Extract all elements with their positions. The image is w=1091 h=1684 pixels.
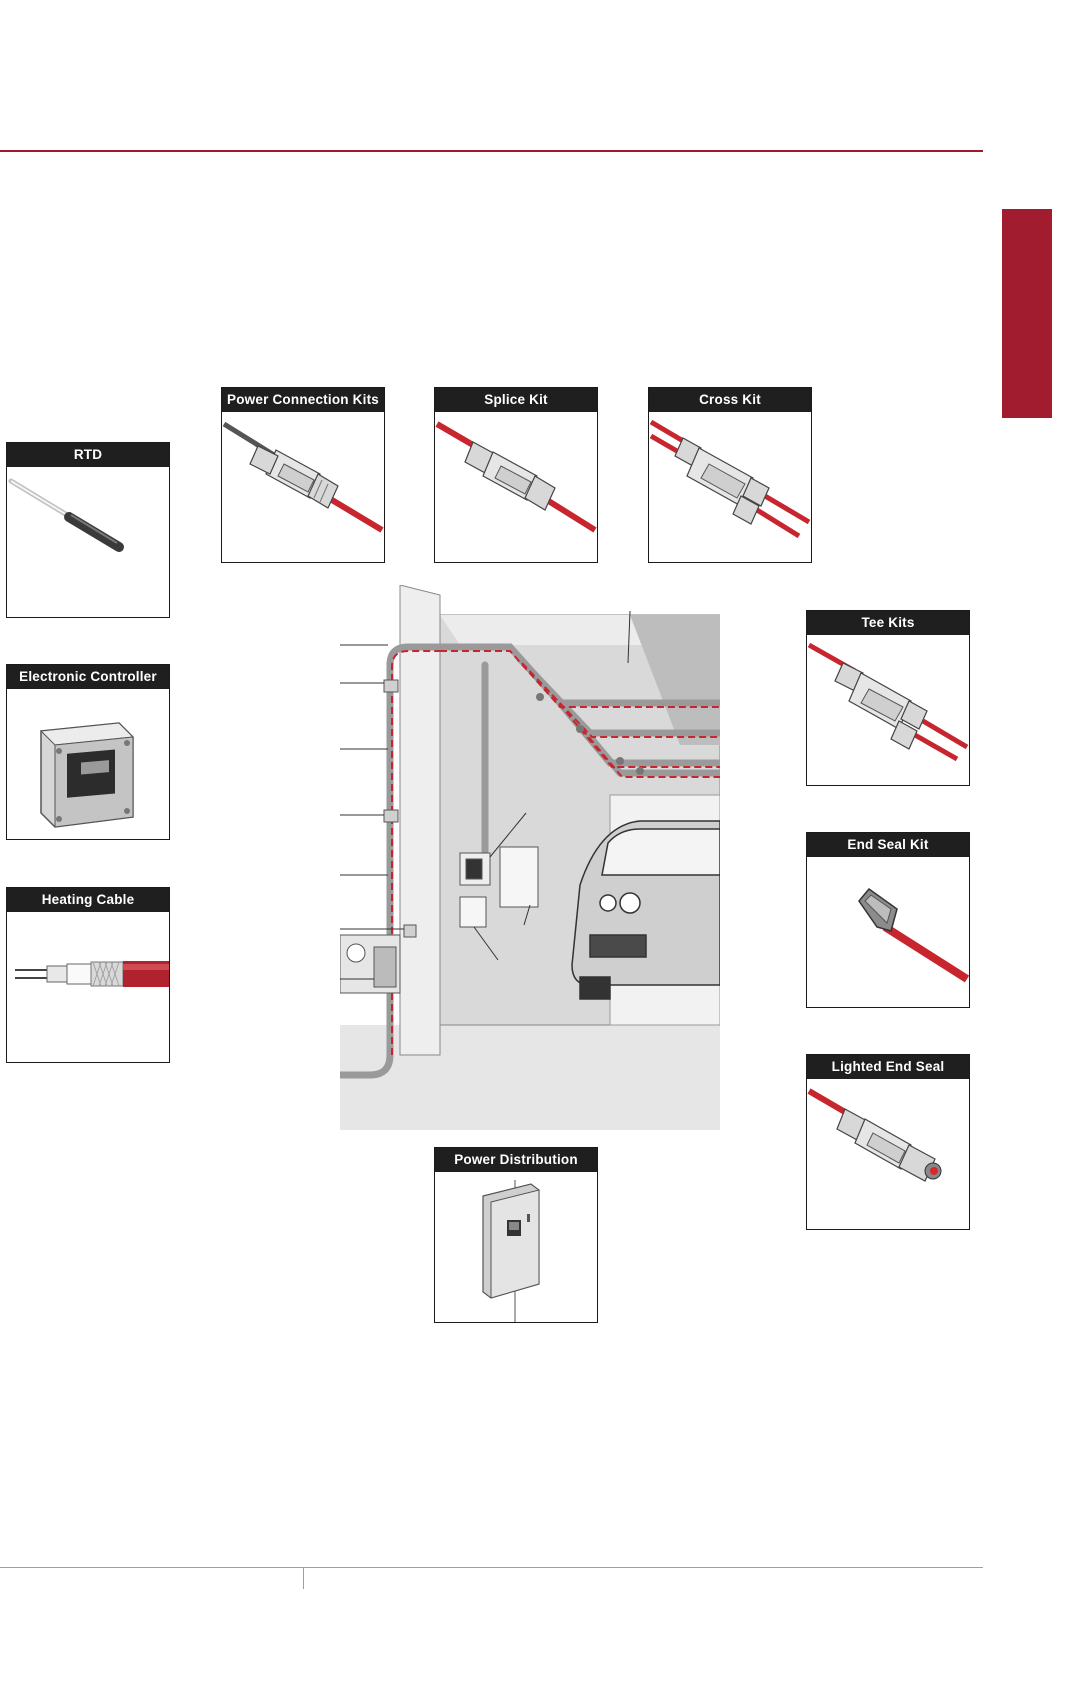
cross-kit-icon <box>649 412 811 562</box>
card-tee-kits: Tee Kits <box>806 610 970 786</box>
power-connection-kit-icon <box>222 412 384 562</box>
card-title: End Seal Kit <box>807 833 969 857</box>
footer-divider <box>303 1567 304 1589</box>
card-title: Lighted End Seal <box>807 1055 969 1079</box>
card-title: Electronic Controller <box>7 665 169 689</box>
card-title: RTD <box>7 443 169 467</box>
header-rule <box>0 150 983 152</box>
lighted-end-seal-icon <box>807 1079 969 1229</box>
distribution-panel-icon <box>435 1172 597 1322</box>
card-title: Tee Kits <box>807 611 969 635</box>
tee-kit-icon <box>807 635 969 785</box>
rtd-sensor-icon <box>7 467 169 617</box>
card-rtd: RTD <box>6 442 170 618</box>
section-tab <box>1002 209 1052 418</box>
card-title: Power Connection Kits <box>222 388 384 412</box>
card-title: Cross Kit <box>649 388 811 412</box>
card-splice-kit: Splice Kit <box>434 387 598 563</box>
card-title: Splice Kit <box>435 388 597 412</box>
card-lighted-end-seal: Lighted End Seal <box>806 1054 970 1230</box>
heating-cable-icon <box>7 912 169 1062</box>
card-electronic-controller: Electronic Controller <box>6 664 170 840</box>
card-heating-cable: Heating Cable <box>6 887 170 1063</box>
card-title: Power Distribution Panel <box>435 1148 597 1172</box>
footer-rule <box>0 1567 983 1568</box>
card-end-seal-kit: End Seal Kit <box>806 832 970 1008</box>
garage-installation-diagram <box>340 585 720 1130</box>
controller-enclosure-icon <box>7 689 169 839</box>
card-power-connection-kits: Power Connection Kits <box>221 387 385 563</box>
card-title: Heating Cable <box>7 888 169 912</box>
card-power-distribution-panel: Power Distribution Panel <box>434 1147 598 1323</box>
card-cross-kit: Cross Kit <box>648 387 812 563</box>
splice-kit-icon <box>435 412 597 562</box>
end-seal-icon <box>807 857 969 1007</box>
